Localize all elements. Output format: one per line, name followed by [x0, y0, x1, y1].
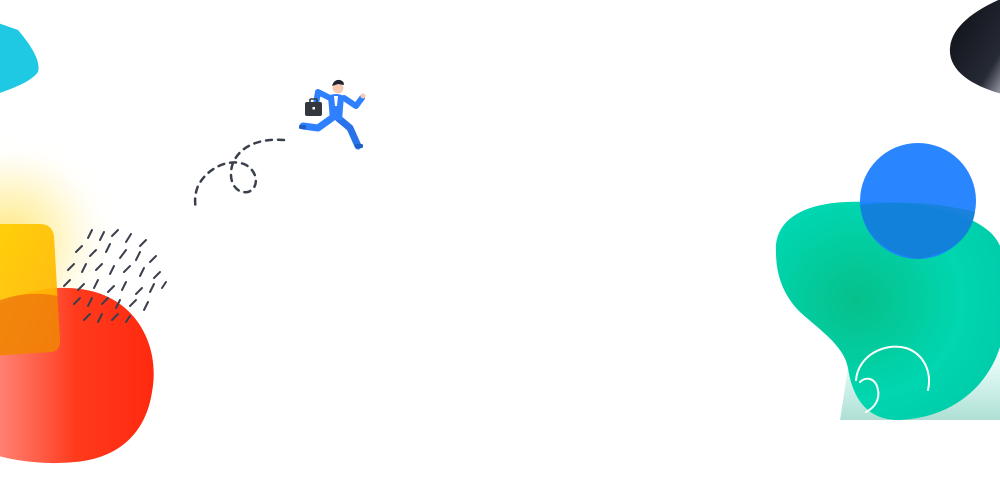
dark-corner-blob-shape — [949, 0, 1000, 94]
yellow-square-shape — [0, 224, 60, 356]
cyan-triangle-shape — [0, 23, 39, 93]
white-line-doodle — [855, 345, 930, 413]
blue-circle-shape — [860, 143, 976, 259]
dashed-flight-path-icon — [193, 138, 286, 212]
running-businessman-icon — [299, 79, 366, 150]
dash-scribble-texture — [63, 229, 167, 323]
briefcase-icon — [305, 98, 322, 116]
green-blob-shape — [775, 201, 1000, 421]
